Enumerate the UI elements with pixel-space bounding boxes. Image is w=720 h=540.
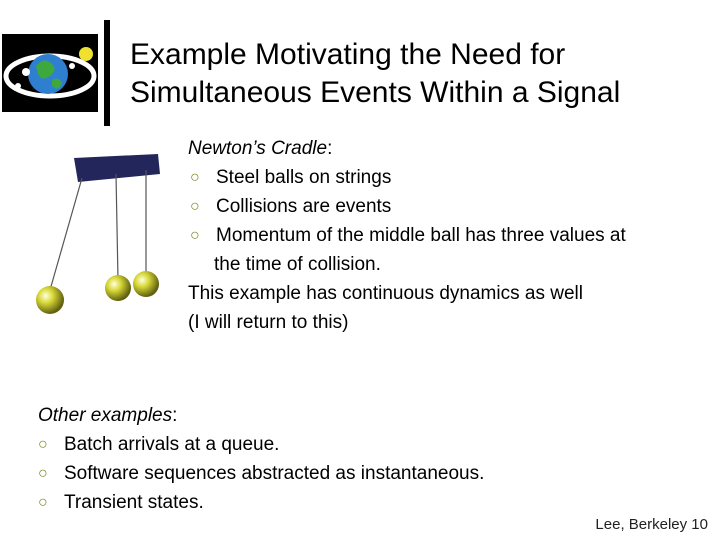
- list-item: ○Momentum of the middle ball has three v…: [188, 221, 708, 250]
- other-examples-list: Other examples: ○Batch arrivals at a que…: [38, 401, 658, 517]
- other-heading: Other examples:: [38, 405, 178, 426]
- title-line-1: Example Motivating the Need for: [130, 38, 566, 71]
- slide-footer: Lee, Berkeley 10: [595, 516, 708, 533]
- list-item: ○Software sequences abstracted as instan…: [38, 459, 658, 488]
- ring-bullet-icon: ○: [38, 436, 48, 453]
- ring-bullet-icon: ○: [190, 198, 200, 215]
- return-note: (I will return to this): [188, 312, 349, 333]
- list-item: ○Steel balls on strings: [188, 163, 708, 192]
- title-line-2: Simultaneous Events Within a Signal: [130, 76, 621, 109]
- cradle-heading: Newton’s Cradle:: [188, 138, 333, 159]
- newtons-cradle-illustration: [36, 154, 160, 314]
- slide-title: Example Motivating the Need for Simultan…: [130, 36, 710, 112]
- continuous-note: This example has continuous dynamics as …: [188, 283, 583, 304]
- title-divider: [104, 20, 110, 126]
- ring-bullet-icon: ○: [38, 465, 48, 482]
- ring-bullet-icon: ○: [190, 227, 200, 244]
- list-item: ○Transient states.: [38, 488, 658, 517]
- globe-orbit-logo: [2, 34, 98, 112]
- ring-bullet-icon: ○: [190, 169, 200, 186]
- newtons-cradle-list: Newton’s Cradle: ○Steel balls on strings…: [188, 134, 708, 337]
- list-item-continuation: the time of collision.: [214, 254, 381, 275]
- ring-bullet-icon: ○: [38, 494, 48, 511]
- list-item: ○Collisions are events: [188, 192, 708, 221]
- list-item: ○Batch arrivals at a queue.: [38, 430, 658, 459]
